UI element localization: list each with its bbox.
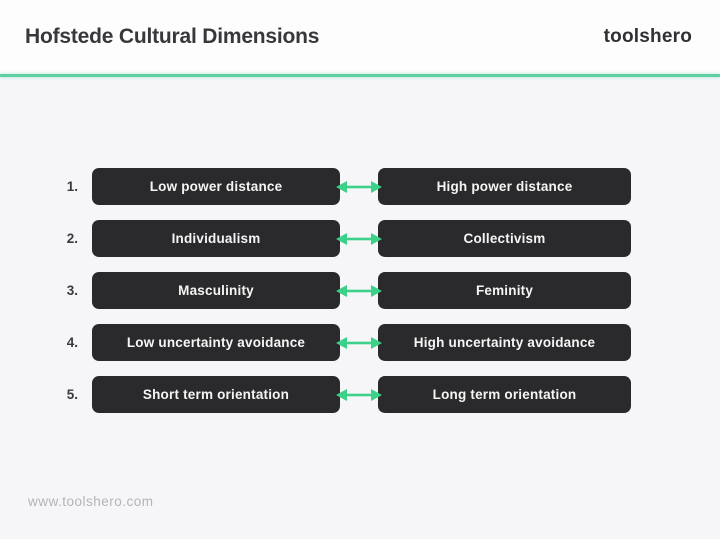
- dimension-row-masculinity: 3. Masculinity Feminity: [0, 272, 631, 309]
- left-dimension-box: Low uncertainty avoidance: [92, 324, 340, 361]
- dimension-row-individualism: 2. Individualism Collectivism: [0, 220, 631, 257]
- right-dimension-box: Long term orientation: [378, 376, 631, 413]
- toolshero-logo: toolshero: [603, 26, 692, 47]
- double-arrow-icon: [336, 180, 382, 194]
- dimension-row-power-distance: 1. Low power distance High power distanc…: [0, 168, 631, 205]
- left-dimension-box: Low power distance: [92, 168, 340, 205]
- double-arrow-icon: [336, 336, 382, 350]
- right-dimension-box: Feminity: [378, 272, 631, 309]
- row-number: 1.: [66, 179, 78, 194]
- dimension-row-uncertainty-avoidance: 4. Low uncertainty avoidance High uncert…: [0, 324, 631, 361]
- left-dimension-box: Individualism: [92, 220, 340, 257]
- double-arrow-icon: [336, 388, 382, 402]
- row-number: 4.: [66, 335, 78, 350]
- row-number: 5.: [66, 387, 78, 402]
- right-dimension-box: High uncertainty avoidance: [378, 324, 631, 361]
- header: Hofstede Cultural Dimensions toolshero: [0, 0, 720, 74]
- left-dimension-box: Short term orientation: [92, 376, 340, 413]
- dimension-row-term-orientation: 5. Short term orientation Long term orie…: [0, 376, 631, 413]
- right-dimension-box: Collectivism: [378, 220, 631, 257]
- dimension-list: 1. Low power distance High power distanc…: [0, 168, 631, 428]
- double-arrow-icon: [336, 284, 382, 298]
- page-title: Hofstede Cultural Dimensions: [25, 25, 320, 48]
- footer-url: www.toolshero.com: [28, 494, 154, 509]
- divider-line: [0, 74, 720, 77]
- double-arrow-icon: [336, 232, 382, 246]
- right-dimension-box: High power distance: [378, 168, 631, 205]
- row-number: 2.: [66, 231, 78, 246]
- left-dimension-box: Masculinity: [92, 272, 340, 309]
- row-number: 3.: [66, 283, 78, 298]
